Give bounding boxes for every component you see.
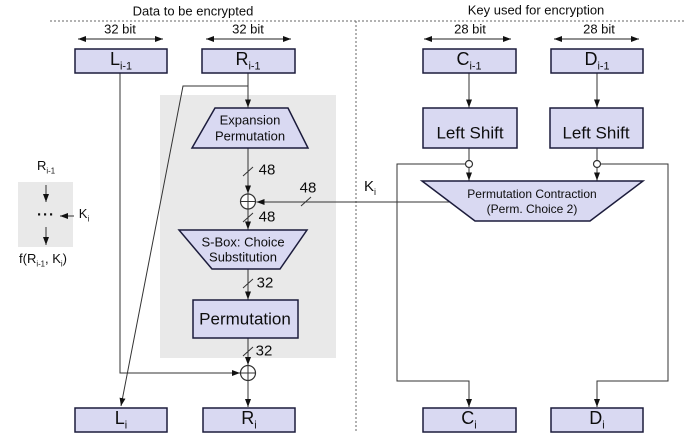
legend-output-s1: i-1 bbox=[36, 259, 46, 269]
register-base: R bbox=[235, 48, 249, 69]
branch-point2-icon bbox=[592, 159, 602, 169]
legend-key-base: K bbox=[78, 205, 88, 221]
box-permutation bbox=[192, 299, 299, 339]
subkey-base: K bbox=[363, 178, 375, 195]
sbox-label-line1: S-Box: Choice bbox=[201, 234, 285, 250]
register-C-next-label: Ci bbox=[461, 409, 476, 431]
section-title-data: Data to be encrypted bbox=[132, 3, 254, 19]
legend-dots: ··· bbox=[37, 206, 55, 224]
box-C-prev bbox=[422, 48, 517, 74]
trapezoid-expansion-permutation bbox=[190, 107, 310, 149]
pc2-label-line1: Permutation Contraction bbox=[467, 187, 597, 201]
wire-branch2-to-Dnext bbox=[594, 163, 669, 407]
legend-input-base: R bbox=[36, 157, 47, 173]
legend-output-p1: f(R bbox=[19, 250, 37, 266]
box-R-prev bbox=[201, 48, 296, 74]
register-subscript: i-1 bbox=[248, 60, 261, 73]
legend-output-p2: , K bbox=[45, 250, 61, 266]
box-D-next bbox=[550, 407, 644, 433]
legend-key-subscript: i bbox=[87, 214, 90, 224]
trapezoid-pc2 bbox=[419, 180, 646, 222]
bit-label-28-left: 28 bit bbox=[454, 21, 486, 37]
register-subscript: i bbox=[254, 419, 257, 432]
wire-label-32-post: 32 bbox=[255, 342, 273, 360]
subkey-label: Ki bbox=[364, 179, 376, 197]
box-D-prev bbox=[550, 48, 644, 74]
box-R-next bbox=[202, 407, 296, 433]
register-R-next-label: Ri bbox=[241, 409, 256, 431]
slash-32-post bbox=[242, 346, 254, 357]
bit-label-32-right: 32 bit bbox=[232, 21, 264, 37]
wire-Lprev-to-xor2 bbox=[119, 73, 240, 376]
bit-label-32-left: 32 bit bbox=[104, 21, 136, 37]
legend-output-label: f(Ri-1, Ki) bbox=[19, 252, 67, 268]
legend-arrows bbox=[43, 185, 74, 245]
bit-label-28-right: 28 bit bbox=[583, 21, 615, 37]
wire-branch1-to-Cnext bbox=[396, 163, 472, 407]
register-L-prev-label: Li-1 bbox=[110, 50, 132, 72]
subkey-subscript: i bbox=[374, 187, 377, 197]
box-leftshift2 bbox=[549, 107, 644, 149]
wire-label-48-out: 48 bbox=[258, 208, 276, 226]
branch-point1-icon bbox=[464, 159, 474, 169]
pc2-label-line2: (Perm. Choice 2) bbox=[486, 202, 578, 216]
register-base: L bbox=[114, 407, 125, 428]
wire-Rprev-to-Lnext bbox=[119, 85, 248, 407]
box-C-next bbox=[422, 407, 517, 433]
expansion-label-line1: Expansion bbox=[219, 112, 281, 128]
leftshift2-label: Left Shift bbox=[562, 123, 630, 143]
register-D-prev-label: Di-1 bbox=[585, 50, 610, 72]
wire-label-48-key: 48 bbox=[299, 179, 317, 197]
leftshift1-label: Left Shift bbox=[436, 123, 504, 143]
wire-label-32-mid: 32 bbox=[256, 274, 274, 292]
register-base: D bbox=[584, 48, 598, 69]
register-base: D bbox=[589, 407, 603, 428]
legend-input-subscript: i-1 bbox=[46, 166, 56, 176]
register-base: C bbox=[461, 407, 475, 428]
register-subscript: i bbox=[474, 419, 477, 432]
box-leftshift1 bbox=[422, 107, 518, 149]
register-subscript: i bbox=[124, 419, 128, 432]
register-base: C bbox=[456, 48, 470, 69]
register-subscript: i-1 bbox=[469, 60, 482, 73]
legend-key-label: Ki bbox=[79, 207, 89, 223]
section-title-key: Key used for encryption bbox=[467, 2, 605, 18]
wire-label-48-in: 48 bbox=[258, 161, 276, 179]
legend-output-s2: i bbox=[60, 259, 63, 269]
slash-32-mid bbox=[242, 278, 254, 289]
register-L-next-label: Li bbox=[115, 409, 127, 431]
box-L-next bbox=[74, 407, 168, 433]
expansion-label-line2: Permutation bbox=[214, 128, 286, 144]
slash-48-out bbox=[242, 212, 254, 223]
legend-output-p3: ) bbox=[62, 250, 67, 266]
bus-slash-ticks bbox=[242, 166, 312, 357]
register-subscript: i-1 bbox=[597, 60, 610, 73]
slash-48-key bbox=[300, 196, 312, 207]
register-base: L bbox=[109, 48, 121, 69]
register-C-prev-label: Ci-1 bbox=[457, 50, 482, 72]
legend-input-label: Ri-1 bbox=[37, 159, 55, 175]
register-subscript: i bbox=[602, 419, 605, 432]
register-R-prev-label: Ri-1 bbox=[236, 50, 261, 72]
slash-48-in bbox=[242, 166, 254, 177]
box-L-prev bbox=[74, 48, 168, 74]
trapezoid-sbox bbox=[177, 229, 309, 270]
xor-nodes bbox=[239, 193, 257, 382]
register-base: R bbox=[241, 407, 255, 428]
permutation-label: Permutation bbox=[199, 309, 291, 329]
register-subscript: i-1 bbox=[120, 60, 133, 73]
register-boxes bbox=[74, 48, 646, 433]
register-D-next-label: Di bbox=[589, 409, 604, 431]
sbox-label-line2: Substitution bbox=[209, 249, 277, 265]
